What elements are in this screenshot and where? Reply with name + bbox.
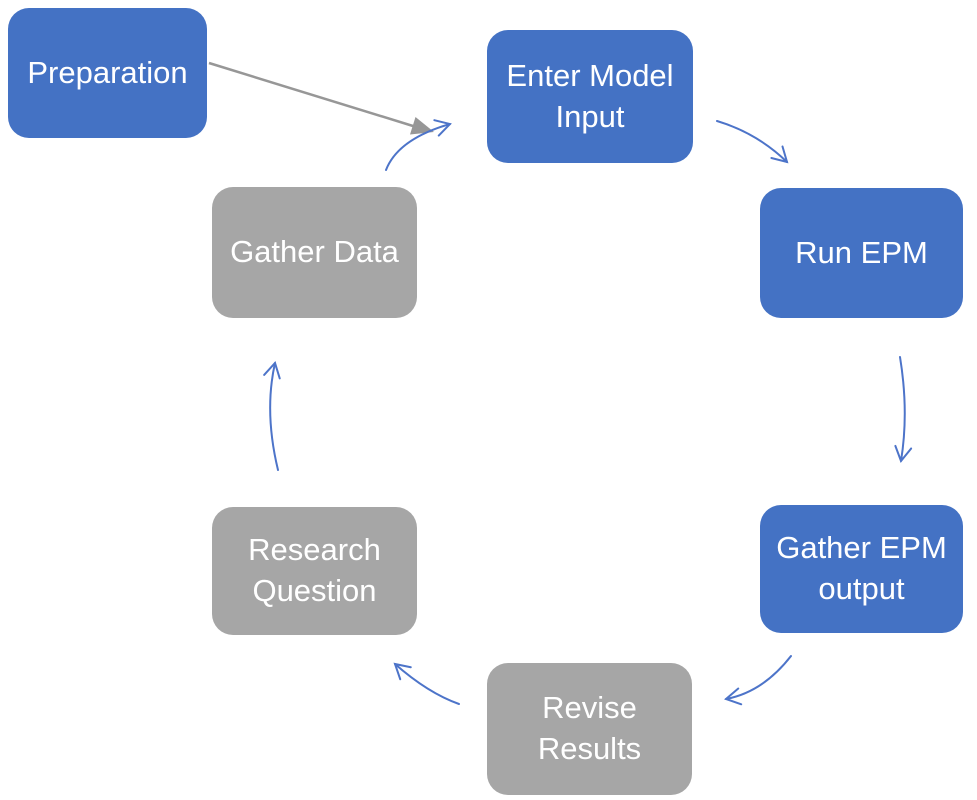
node-enter-model-input: Enter Model Input [487,30,693,163]
node-preparation-label: Preparation [27,54,188,90]
node-gather-epm-output: Gather EPM output [760,505,963,633]
node-revise-results-label: Revise Results [537,690,642,766]
node-research-question-label: Research Question [248,532,381,608]
node-preparation: Preparation [8,8,207,138]
node-enter-model-input-label: Enter Model Input [506,57,674,134]
arrow-enter-model-input-to-run-epm [716,120,789,164]
arrow-run-epm-to-gather-epm-output [894,356,913,463]
node-research-question: Research Question [212,507,417,635]
arrow-revise-results-to-research-question [393,662,460,705]
node-revise-results: Revise Results [487,663,692,795]
node-gather-data-label: Gather Data [230,234,399,270]
arrow-gather-epm-output-to-revise-results [724,655,792,706]
node-gather-data: Gather Data [212,187,417,318]
node-run-epm-label: Run EPM [795,234,928,270]
arrow-preparation-to-enter-model-input [208,61,434,135]
arrow-research-question-to-gather-data [263,361,281,471]
arrow-gather-data-to-enter-model-input [385,119,452,171]
node-gather-epm-output-label: Gather EPM output [776,530,947,606]
node-run-epm: Run EPM [760,188,963,318]
